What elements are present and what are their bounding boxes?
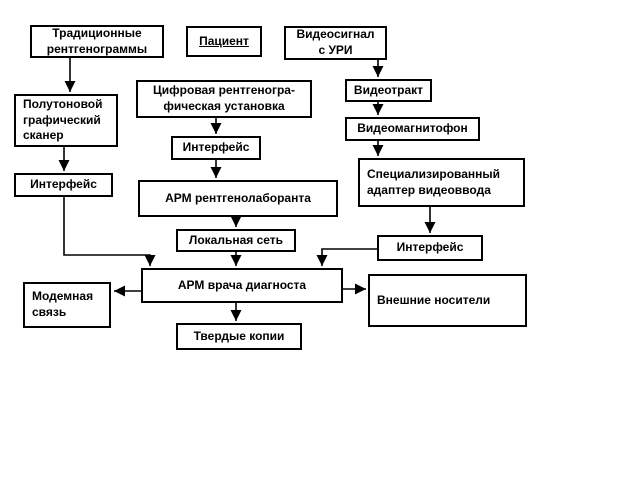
node-vcr: Видеомагнитофон (345, 117, 480, 141)
node-patient: Пациент (186, 26, 262, 57)
node-hard-copies: Твердые копии (176, 323, 302, 350)
node-modem-link: Модемная связь (23, 282, 111, 328)
node-uri-video-signal: Видеосигнал с УРИ (284, 26, 387, 60)
node-interface-left: Интерфейс (14, 173, 113, 197)
node-doctor-workstation: АРМ врача диагноста (141, 268, 343, 303)
node-traditional-xrays: Традиционные рентгенограммы (30, 25, 164, 58)
node-local-network: Локальная сеть (176, 229, 296, 252)
node-external-media: Внешние носители (368, 274, 527, 327)
node-video-input-adapter: Специализированный адаптер видеоввода (358, 158, 525, 207)
node-interface-center: Интерфейс (171, 136, 261, 160)
node-interface-right: Интерфейс (377, 235, 483, 261)
node-xray-tech-workstation: АРМ рентгенолаборанта (138, 180, 338, 217)
arrow-interface-right-to-arm-doctor (316, 248, 377, 266)
node-digital-xray-unit: Цифровая рентгеногра- фическая установка (136, 80, 312, 118)
node-halftone-scanner: Полутоновой графический сканер (14, 94, 118, 147)
node-video-path: Видеотракт (345, 79, 432, 102)
